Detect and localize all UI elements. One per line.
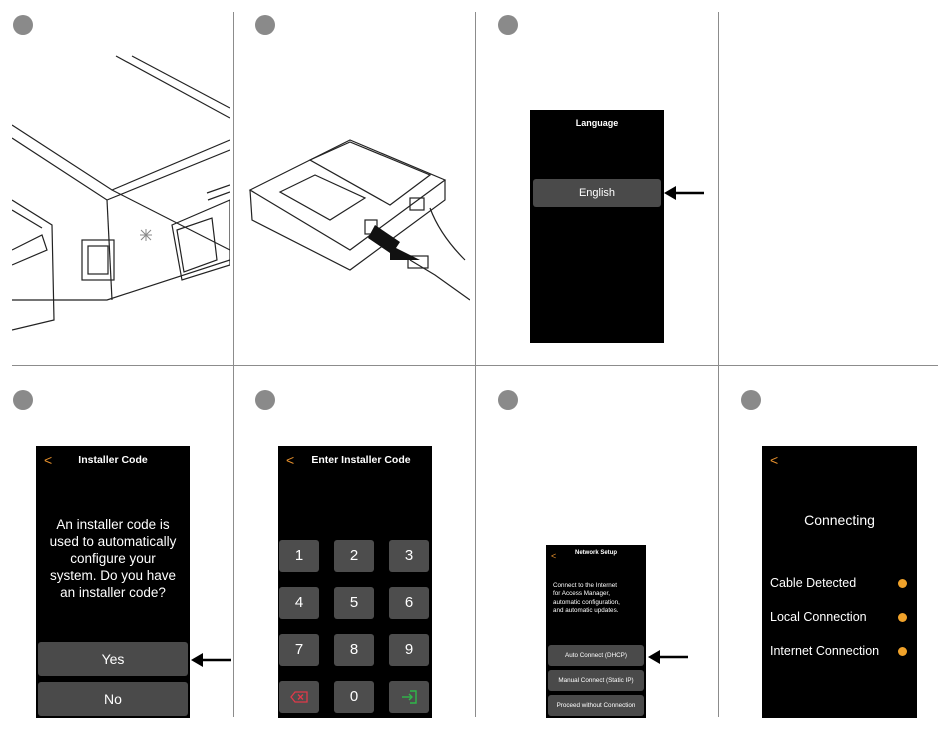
screen-title: Connecting (804, 512, 875, 528)
no-button[interactable]: No (38, 682, 188, 716)
installer-code-message: An installer code is used to automatical… (36, 516, 190, 601)
back-chevron-icon[interactable]: < (44, 452, 53, 468)
screen-title: Enter Installer Code (311, 454, 411, 466)
enter-icon (402, 690, 417, 704)
ethernet-port-closeup-illustration (12, 55, 230, 331)
status-indicator-icon (898, 579, 907, 588)
pointer-arrow-icon (648, 650, 688, 664)
network-setup-message: Connect to the Internet for Access Manag… (553, 582, 644, 616)
divider (12, 365, 938, 366)
step-marker-1 (13, 15, 33, 35)
step-marker-7 (741, 390, 761, 410)
installer-code-screen: < Installer Code An installer code is us… (36, 446, 190, 718)
divider (233, 12, 234, 717)
divider (475, 12, 476, 717)
step-marker-4 (13, 390, 33, 410)
english-option-button[interactable]: English (533, 179, 661, 207)
screen-title: Network Setup (574, 550, 617, 556)
pointer-arrow-icon (191, 653, 231, 667)
installer-code-keypad-screen: < Enter Installer Code 1 2 3 4 5 6 7 8 9… (278, 446, 432, 718)
divider (718, 12, 719, 717)
keypad-key-7[interactable]: 7 (279, 634, 319, 666)
pointer-arrow-icon (664, 186, 704, 200)
language-screen: Language English (530, 110, 664, 343)
keypad-key-3[interactable]: 3 (389, 540, 429, 572)
screen-title: Installer Code (78, 454, 148, 466)
yes-button[interactable]: Yes (38, 642, 188, 676)
step-marker-5 (255, 390, 275, 410)
keypad-key-6[interactable]: 6 (389, 587, 429, 619)
backspace-icon (290, 691, 308, 703)
screen-title: Language (575, 118, 619, 128)
status-indicator-icon (898, 613, 907, 622)
message-line: automatic configuration, (553, 598, 620, 606)
cable-detected-label: Cable Detected (770, 576, 857, 590)
keypad-key-4[interactable]: 4 (279, 587, 319, 619)
keypad-key-9[interactable]: 9 (389, 634, 429, 666)
back-chevron-icon[interactable]: < (770, 452, 779, 468)
manual-connect-button[interactable]: Manual Connect (Static IP) (548, 670, 644, 691)
proceed-without-connection-button[interactable]: Proceed without Connection (548, 695, 644, 716)
keypad-enter-key[interactable] (389, 681, 429, 713)
message-line: system. Do you have (49, 568, 177, 583)
message-line: An installer code is (56, 517, 170, 532)
keypad-key-2[interactable]: 2 (334, 540, 374, 572)
message-line: an installer code? (60, 585, 166, 600)
step-marker-6 (498, 390, 518, 410)
keypad-key-8[interactable]: 8 (334, 634, 374, 666)
message-line: configure your (70, 551, 156, 566)
local-connection-label: Local Connection (770, 610, 867, 624)
status-indicator-icon (898, 647, 907, 656)
keypad-key-1[interactable]: 1 (279, 540, 319, 572)
auto-connect-button[interactable]: Auto Connect (DHCP) (548, 645, 644, 666)
network-setup-screen: < Network Setup Connect to the Internet … (546, 545, 646, 718)
keypad-delete-key[interactable] (279, 681, 319, 713)
message-line: for Access Manager, (553, 590, 611, 598)
step-marker-3 (498, 15, 518, 35)
message-line: used to automatically (49, 534, 177, 549)
message-line: Connect to the Internet (553, 582, 618, 589)
connecting-screen: < Connecting Cable Detected Local Connec… (762, 446, 917, 718)
message-line: and automatic updates. (553, 607, 619, 615)
step-marker-2 (255, 15, 275, 35)
device-cable-illustration (248, 139, 470, 301)
back-chevron-icon[interactable]: < (286, 452, 295, 468)
keypad-key-0[interactable]: 0 (334, 681, 374, 713)
back-chevron-icon[interactable]: < (551, 551, 557, 561)
internet-connection-label: Internet Connection (770, 644, 880, 658)
keypad-key-5[interactable]: 5 (334, 587, 374, 619)
